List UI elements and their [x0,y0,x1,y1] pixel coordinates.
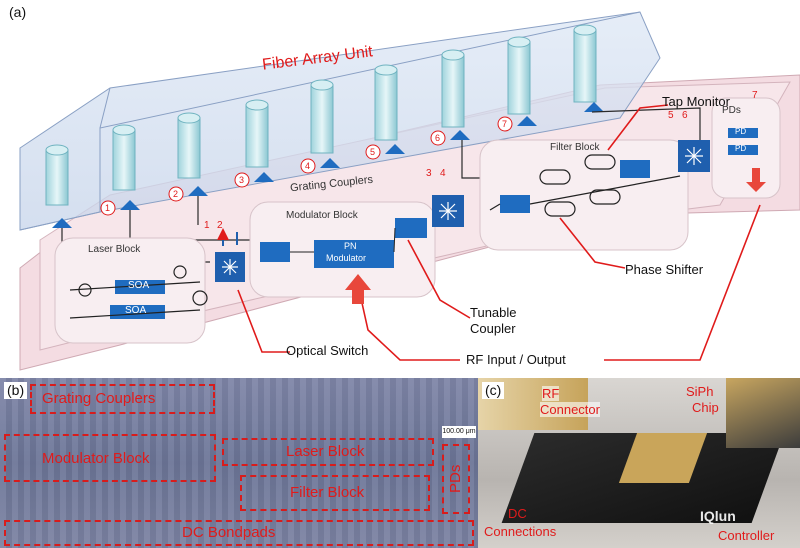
optical-switch-1 [215,228,245,282]
pd-label-2: PD [735,144,747,153]
modulator-block [249,201,436,298]
chip-closeup-inset [726,378,800,448]
filter-block [479,139,689,251]
grating-number-markers: 1 2 3 4 5 6 7 [100,116,513,216]
panel-a: 1 2 3 4 5 6 7 [19,11,800,371]
port-1: 1 [204,220,210,231]
fiber-5 [310,79,334,154]
fiber-3 [177,112,201,179]
optical-switch-3 [678,140,710,172]
port-4: 4 [440,168,446,179]
laser-block [54,237,208,344]
chip-micrograph-bands [0,378,478,548]
fiber-4 [245,99,269,168]
region-dc-bondpads [4,520,474,546]
filter-block-label: Filter Block [550,142,600,153]
rf-io-callout: RF Input / Output [466,352,566,367]
fiber-1 [45,144,69,206]
soa-2 [110,305,165,319]
optical-switch-callout: Optical Switch [286,343,369,358]
siph-label: SiPh [686,384,714,399]
region-filter-block-label: Filter Block [290,484,365,501]
fiber-cylinders [45,24,597,206]
svg-text:6: 6 [435,133,440,143]
watermark: IQlun [700,508,736,524]
panel-b-label: (b) [4,382,28,399]
pd-label-1: PD [735,127,747,136]
fiber-7 [441,49,465,128]
region-grating-couplers [30,384,215,414]
tunable-callout: Tunable [470,305,517,320]
pds-block [711,97,781,199]
port-7: 7 [752,90,758,101]
fiber-2 [112,124,136,191]
pds-label: PDs [722,105,741,116]
region-laser-block-label: Laser Block [286,443,365,460]
soa-label-2: SOA [125,305,147,316]
soa-1 [115,280,165,294]
modulator-label: Modulator [326,253,367,263]
port-6: 6 [682,110,688,121]
fiber-8 [507,36,531,115]
svg-text:1: 1 [105,203,110,213]
svg-text:7: 7 [502,119,507,129]
region-filter-block [240,475,430,511]
panel-c-label: (c) [482,382,505,399]
optical-switch-2 [432,195,464,227]
coupler-callout: Coupler [470,321,516,336]
region-laser-block [222,438,434,466]
connections-label: Connections [484,524,557,539]
chip-label: Chip [692,400,719,415]
svg-text:4: 4 [305,161,310,171]
panel-a-label: (a) [6,4,30,21]
svg-text:5: 5 [370,147,375,157]
connector-label: Connector [540,402,600,417]
region-modulator-block-label: Modulator Block [42,450,150,467]
grating-coupler-icons [52,102,604,228]
svg-text:3: 3 [239,175,244,185]
pn-label: PN [344,241,357,251]
phase-shifter-callout: Phase Shifter [625,262,704,277]
port-2: 2 [217,220,223,231]
callout-leaders [237,104,761,361]
port-3: 3 [426,168,432,179]
controller-label: Controller [718,528,775,543]
modulator-block-label: Modulator Block [286,210,358,221]
rf-label: RF [542,386,560,401]
region-dc-bondpads-label: DC Bondpads [182,524,276,541]
panel-c: (c) RF Connector SiPh Chip DC Connection… [478,378,800,548]
fiber-9 [573,24,597,103]
port-5: 5 [668,110,674,121]
svg-text:2: 2 [173,189,178,199]
panel-b: (b) 100.00 μm Grating Couplers Modulator… [0,378,478,548]
tap-monitor-callout: Tap Monitor [662,94,730,109]
laser-block-label: Laser Block [88,244,141,255]
region-modulator-block [4,434,216,482]
soa-label-1: SOA [128,280,150,291]
dc-label: DC [508,506,527,521]
region-pds-label: PDs [447,464,464,493]
rf-input-arrow [345,274,371,304]
scale-bar: 100.00 μm [442,426,476,438]
region-pds [442,444,470,514]
fiber-6 [374,64,398,141]
region-grating-couplers-label: Grating Couplers [42,390,156,407]
